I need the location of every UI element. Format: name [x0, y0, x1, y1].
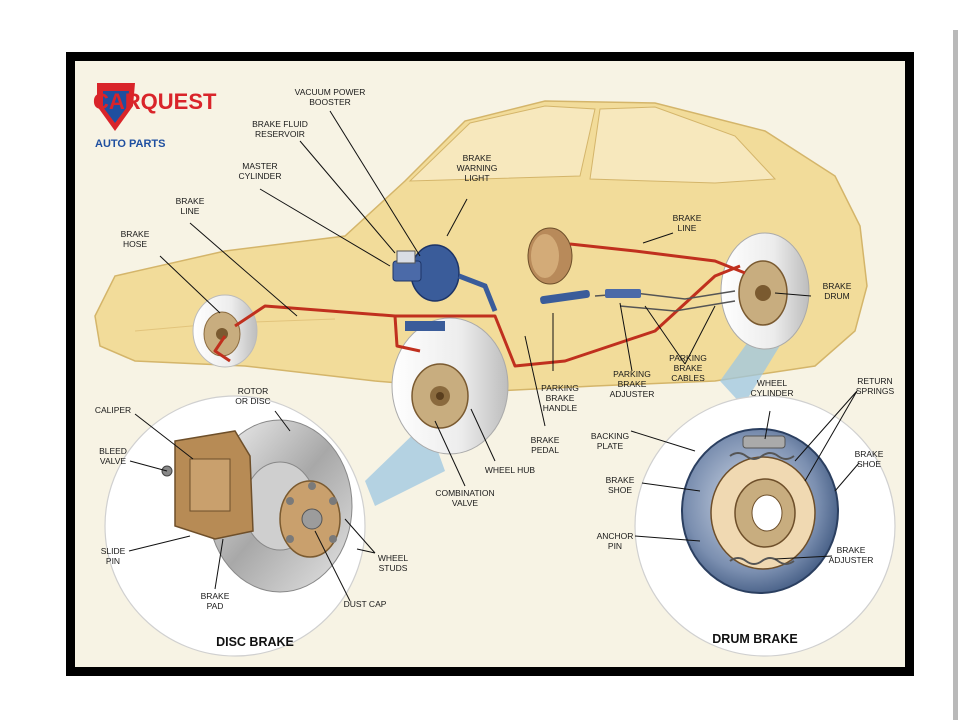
- master-cylinder-assembly: [392, 244, 498, 331]
- drum-brake-inset: [634, 395, 896, 657]
- brake-lines: [213, 242, 746, 368]
- label-wheel-hub: WHEEL HUB: [485, 465, 536, 475]
- car-body: [94, 100, 868, 392]
- diagram-panel: CARQUEST AUTO PARTS: [75, 61, 905, 667]
- drum-brake-title: DRUM BRAKE: [712, 632, 797, 646]
- front-right-wheel: [391, 317, 509, 455]
- disc-brake-title: DISC BRAKE: [216, 635, 294, 649]
- disc-brake-inset: [104, 395, 366, 657]
- page-edge: [953, 30, 958, 720]
- brake-system-diagram: CARQUEST AUTO PARTS: [93, 83, 896, 657]
- rear-right-wheel: [720, 232, 810, 350]
- rear-left-drum: [527, 227, 573, 285]
- label-dust-cap: DUST CAP: [344, 599, 387, 609]
- brand-sub: AUTO PARTS: [95, 138, 166, 150]
- brand-name: CARQUEST: [93, 89, 217, 114]
- carquest-logo: CARQUEST AUTO PARTS: [93, 83, 217, 150]
- diagram-frame: CARQUEST AUTO PARTS: [66, 52, 914, 676]
- leader-lines: [128, 110, 860, 602]
- label-caliper: CALIPER: [95, 405, 131, 415]
- parking-brake-handle: [540, 289, 641, 305]
